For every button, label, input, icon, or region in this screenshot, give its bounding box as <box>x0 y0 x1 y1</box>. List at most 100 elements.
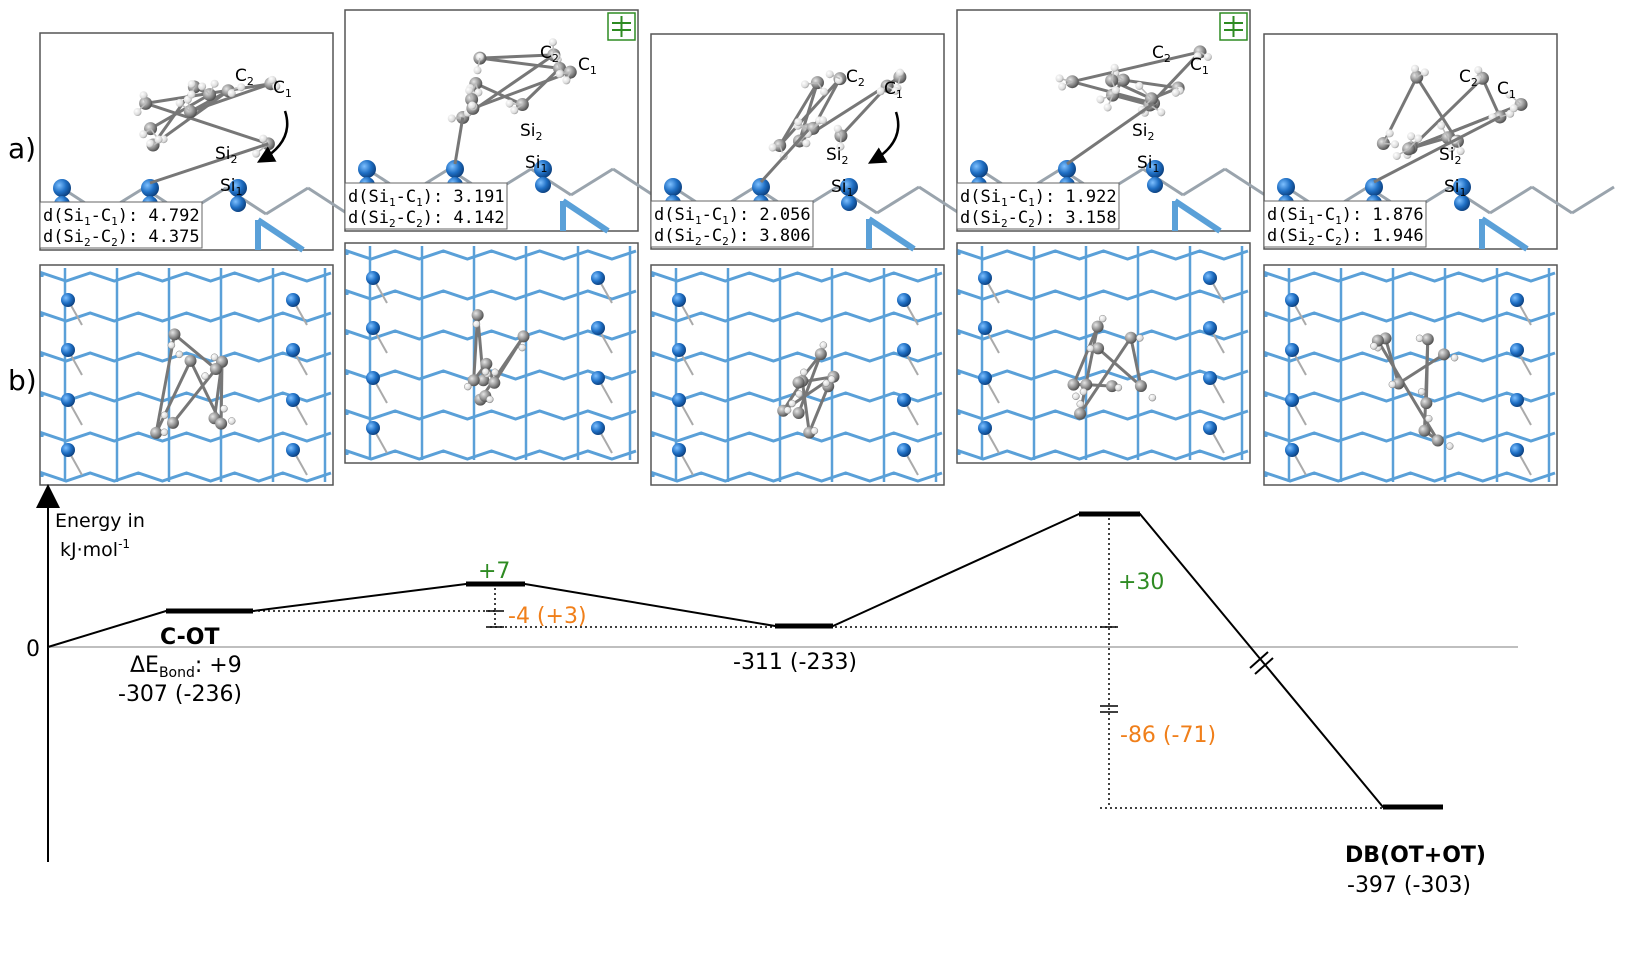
hydrogen-atom <box>1103 103 1112 112</box>
curved-arrow <box>256 110 289 163</box>
hydrogen-atom <box>1114 383 1123 392</box>
lattice-bond <box>256 217 305 253</box>
distance-label-box <box>1263 200 1427 248</box>
step1-delta: -4 (+3) <box>508 604 587 629</box>
carbon-atom <box>1437 348 1450 361</box>
hydrogen-atom <box>795 390 803 398</box>
si-atom <box>286 343 300 357</box>
hydrogen-atom <box>268 75 277 84</box>
hydrogen-atom <box>834 76 843 85</box>
si-atom <box>534 160 552 178</box>
si-atom <box>672 293 686 307</box>
hydrogen-atom <box>1111 86 1120 95</box>
lattice-row <box>1264 470 1556 483</box>
hydrogen-atom <box>1203 52 1212 61</box>
lattice-row <box>1264 310 1556 323</box>
top-view-p5 <box>1263 264 1558 486</box>
atom-label-si2: Si2 <box>826 145 849 167</box>
hydrogen-atom <box>1505 90 1514 99</box>
hydrogen-atom <box>1098 314 1107 323</box>
c-c-bond <box>1424 339 1430 404</box>
carbon-atom <box>814 348 827 361</box>
c-c-bond <box>171 368 218 424</box>
hydrogen-atom <box>237 83 246 92</box>
db-label: DB(OT+OT) <box>1345 843 1486 868</box>
hydrogen-atom <box>1509 104 1518 113</box>
hydrogen-atom <box>1072 392 1080 401</box>
hydrogen-atom <box>510 106 519 115</box>
lattice-row <box>345 288 637 301</box>
hydrogen-atom <box>481 367 490 376</box>
hydrogen-atom <box>476 53 485 62</box>
si-atom <box>141 179 159 197</box>
si-atom <box>978 421 992 435</box>
hydrogen-atom <box>1370 342 1378 350</box>
hydrogen-atom <box>1079 388 1088 396</box>
lattice-row <box>40 430 332 443</box>
hydrogen-atom <box>1157 108 1166 117</box>
carbon-atom <box>1421 333 1434 346</box>
hydrogen-atom <box>227 89 236 98</box>
si-atom <box>591 371 605 385</box>
si-atom <box>978 371 992 385</box>
c-c-bond <box>800 380 811 433</box>
top-view-p3 <box>650 264 945 486</box>
distance-label-box <box>39 201 203 249</box>
hydrogen-atom <box>252 149 261 158</box>
atom-label-si2: Si2 <box>1132 121 1155 143</box>
si-atom <box>1058 160 1076 178</box>
hydrogen-atom <box>1110 63 1119 72</box>
hydrogen-atom <box>220 404 228 413</box>
si-atom <box>1146 160 1164 178</box>
axis-break-mark <box>1249 651 1269 669</box>
si-atom <box>229 179 247 197</box>
hydrogen-atom <box>1193 52 1202 61</box>
si-atom <box>970 160 988 178</box>
hydrogen-atom <box>800 368 808 377</box>
db-energy: -397 (-303) <box>1347 873 1471 898</box>
hydrogen-atom <box>187 80 196 89</box>
atom-label-si1: Si1 <box>525 153 548 175</box>
hydrogen-atom <box>210 353 219 362</box>
si-atom <box>1510 343 1524 357</box>
c-ot-energy: -307 (-236) <box>118 682 242 707</box>
hydrogen-atom <box>474 88 483 97</box>
si-atom <box>366 371 380 385</box>
lattice-bond <box>561 198 610 234</box>
lattice-row <box>957 328 1249 341</box>
atom-label-c1: C1 <box>1190 55 1209 77</box>
hydrogen-atom <box>472 320 481 328</box>
si-atom <box>672 443 686 457</box>
carbon-atom <box>1092 342 1105 355</box>
carbon-atom <box>1418 424 1431 437</box>
c-c-bond <box>154 360 192 434</box>
lattice-row <box>651 270 943 283</box>
hydrogen-atom <box>1086 344 1095 353</box>
si-atom <box>672 393 686 407</box>
carbon-atom <box>1074 407 1087 420</box>
hydrogen-atom <box>794 118 803 127</box>
c-c-bond <box>1122 78 1179 90</box>
c-c-bond <box>479 53 554 60</box>
atom-label-si2: Si2 <box>520 121 543 143</box>
c-c-bond <box>1071 50 1201 84</box>
atom-label-c1: C1 <box>884 79 903 101</box>
hydrogen-atom <box>1410 64 1419 73</box>
hydrogen-atom <box>836 142 845 151</box>
si-atom <box>664 178 682 196</box>
si-atom <box>978 271 992 285</box>
c-c-bond <box>154 334 176 434</box>
hydrogen-atom <box>548 38 557 47</box>
axis-label-line2: kJ·mol-1 <box>60 537 130 561</box>
carbon-atom <box>215 417 228 430</box>
hydrogen-atom <box>891 86 900 95</box>
c-c-bond <box>807 385 830 434</box>
si-bond <box>570 167 614 197</box>
si-bond <box>265 186 309 216</box>
hydrogen-atom <box>1417 388 1426 396</box>
si-atom <box>61 393 75 407</box>
hydrogen-atom <box>1446 442 1454 450</box>
hydrogen-atom <box>819 341 828 349</box>
